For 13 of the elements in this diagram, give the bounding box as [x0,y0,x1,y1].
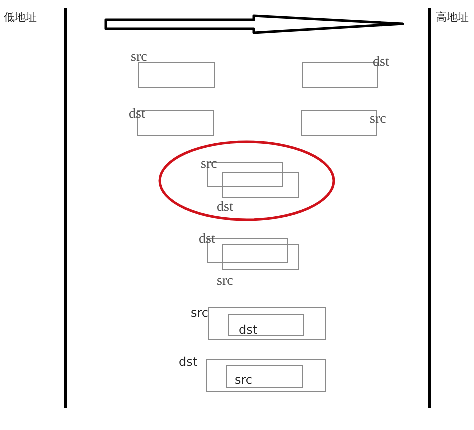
address-label: 低地址 [4,10,37,25]
address-label: 高地址 [436,10,469,25]
pointer-label: src [235,374,253,386]
pointer-label: dst [179,356,198,368]
pointer-label: dst [199,233,216,247]
rectangle [228,314,304,336]
pointer-label: dst [239,324,258,336]
rectangle [226,365,303,388]
pointer-label: src [191,307,209,319]
pointer-label: src [217,275,234,289]
pointer-label: dst [373,56,390,70]
pointer-label: dst [217,201,234,215]
pointer-label: src [131,51,148,65]
